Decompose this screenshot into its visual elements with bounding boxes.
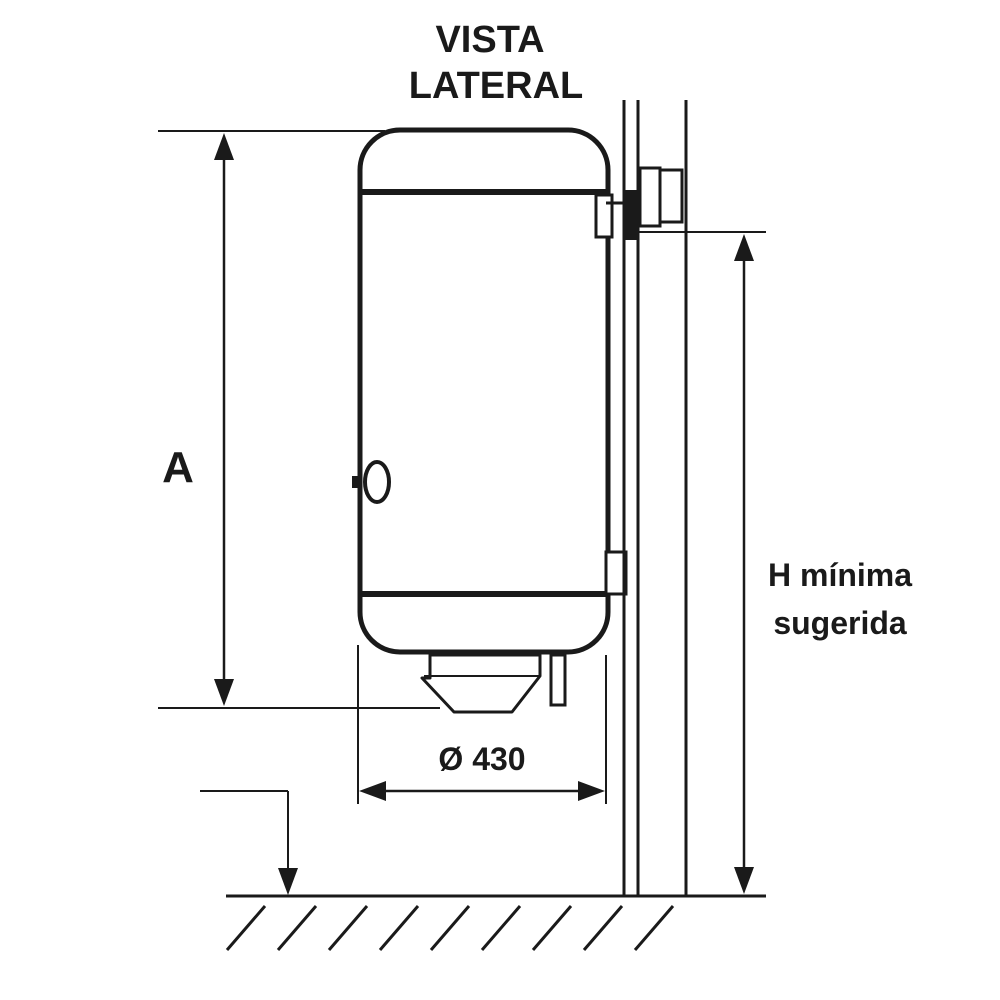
floor-hatching xyxy=(225,905,675,951)
floor-hatch-mark xyxy=(276,905,318,951)
floor-hatch-mark xyxy=(327,905,369,951)
floor-hatch-mark xyxy=(378,905,420,951)
floor-hatch-mark xyxy=(225,905,267,951)
water-heater-tank xyxy=(357,127,611,655)
bottom-cover xyxy=(420,653,542,714)
floor-hatch-mark xyxy=(582,905,624,951)
diameter-label: Ø 430 xyxy=(438,741,525,777)
title-line-2: LATERAL xyxy=(409,65,584,107)
min-height-label-line-2: sugerida xyxy=(773,605,907,641)
floor xyxy=(225,894,766,951)
dimension-a-arrow xyxy=(214,133,234,706)
floor-hatch-mark xyxy=(531,905,573,951)
min-height-label-line-1: H mínima xyxy=(768,557,912,593)
min-height-arrow xyxy=(734,234,754,894)
top-mounting-bracket xyxy=(594,166,684,240)
diameter-arrow xyxy=(359,781,605,801)
dimension-a-label: A xyxy=(162,443,194,492)
floor-hatch-mark xyxy=(480,905,522,951)
floor-reference-arrow xyxy=(200,790,298,895)
indicator-knob xyxy=(352,460,391,504)
floor-hatch-mark xyxy=(429,905,471,951)
bottom-pipe xyxy=(549,653,567,707)
title-line-1: VISTA xyxy=(435,19,544,61)
floor-hatch-mark xyxy=(633,905,675,951)
bottom-mounting-bracket xyxy=(604,550,628,596)
